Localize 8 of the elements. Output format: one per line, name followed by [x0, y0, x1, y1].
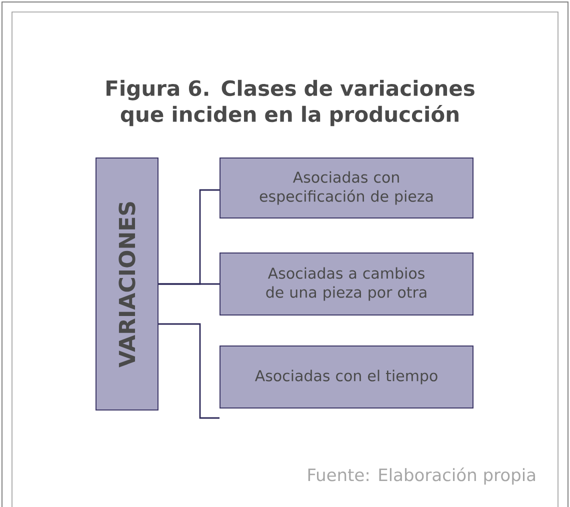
class-box: Asociadas con el tiempo [220, 346, 474, 408]
class-box: Asociadas a cambios de una pieza por otra [220, 252, 474, 316]
category-box: VARIACIONES [96, 158, 158, 410]
connector [158, 283, 220, 285]
caption: Fuente: Elaboración propia [308, 467, 535, 485]
connector [158, 323, 220, 419]
title: Figura 6. Clases de variaciones que inciden en la producción [106, 80, 474, 126]
class-box: Asociadas con especificación de pieza [220, 158, 474, 218]
